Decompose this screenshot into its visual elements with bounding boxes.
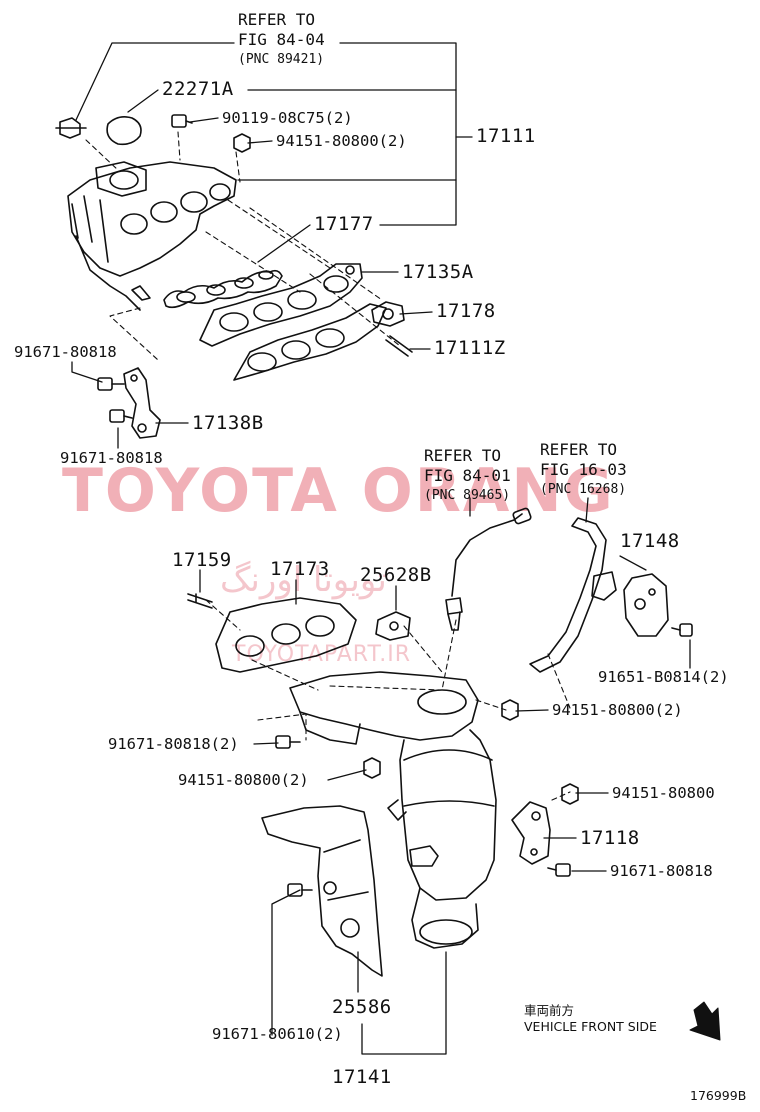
gasket-17177-drawing <box>163 269 283 309</box>
label-17138b: 17138B <box>192 412 264 434</box>
bolt-91671-d-drawing <box>547 863 571 877</box>
catalytic-converter-drawing <box>289 671 497 949</box>
pipe-17148-drawing <box>529 517 617 673</box>
bolt-91671-b-drawing <box>109 409 133 423</box>
label-91671-80610: 91671-80610(2) <box>212 1025 343 1043</box>
label-17159: 17159 <box>172 549 232 571</box>
dashed-assembly-lines <box>85 131 571 801</box>
bolt-91671-e-drawing <box>287 883 313 897</box>
manifold-assembly <box>67 161 237 311</box>
label-22271a: 22271A <box>162 78 234 100</box>
label-94151-80800-top: 94151-80800(2) <box>276 132 407 150</box>
label-91671-80818-a: 91671-80818 <box>14 343 117 361</box>
gasket-17178-drawing <box>371 301 405 327</box>
nut-94151-low-drawing <box>363 757 381 779</box>
label-94151-80800-single: 94151-80800 <box>612 784 715 802</box>
vehicle-front-arrow <box>689 1001 721 1041</box>
label-91651-b0814: 91651-B0814(2) <box>598 668 729 686</box>
label-17178: 17178 <box>436 300 496 322</box>
label-17111z: 17111Z <box>434 337 506 359</box>
gasket-22271a-drawing <box>106 116 142 146</box>
insulator-25586-drawing <box>261 805 383 977</box>
reference-fig-84-04: REFER TO FIG 84-04 (PNC 89421) <box>238 10 325 67</box>
label-94151-80800-low: 94151-80800(2) <box>178 771 309 789</box>
leader-lines <box>71 42 691 1055</box>
stud-17159-drawing <box>187 593 213 609</box>
bolt-91671-c-drawing <box>275 735 301 749</box>
bolt-91651-drawing <box>671 623 693 637</box>
label-17111: 17111 <box>476 125 536 147</box>
reference-fig-16-03: REFER TO FIG 16-03 (PNC 16268) <box>540 440 627 497</box>
label-91671-80818-b: 91671-80818 <box>60 449 163 467</box>
label-17118: 17118 <box>580 827 640 849</box>
gasket-17135a-drawing <box>199 263 363 347</box>
label-25628b: 25628B <box>360 564 432 586</box>
label-17135a: 17135A <box>402 261 474 283</box>
reference-fig-84-01: REFER TO FIG 84-01 (PNC 89465) <box>424 446 511 503</box>
watermark-persian: تویوتا اورنگ <box>220 560 387 600</box>
bracket-17138b-drawing <box>123 367 161 439</box>
front-side-japanese: 車両前方 <box>524 1003 575 1018</box>
label-17173: 17173 <box>270 558 330 580</box>
label-94151-80800-mid: 94151-80800(2) <box>552 701 683 719</box>
figure-id: 176999B <box>690 1088 747 1103</box>
insulator-17148-drawing <box>623 573 669 637</box>
gasket-lower-drawing <box>233 303 387 381</box>
bolt-91671-a-drawing <box>97 377 125 391</box>
bolt-90119-drawing <box>171 114 193 128</box>
label-17141: 17141 <box>332 1066 392 1088</box>
gasket-25628b-drawing <box>375 611 411 641</box>
stud-17111z-drawing <box>385 335 413 357</box>
bracket-17118-drawing <box>511 801 551 865</box>
label-90119-08c75: 90119-08C75(2) <box>222 109 353 127</box>
label-91671-80818-d: 91671-80818 <box>610 862 713 880</box>
o2-sensor-top <box>55 117 87 139</box>
front-side-english: VEHICLE FRONT SIDE <box>524 1019 657 1034</box>
o2-sensor-mid <box>445 507 532 631</box>
label-17177: 17177 <box>314 213 374 235</box>
gasket-17173-drawing <box>215 597 357 673</box>
nut-94151-single-drawing <box>561 783 579 805</box>
label-25586: 25586 <box>332 996 392 1018</box>
label-91671-80818-c: 91671-80818(2) <box>108 735 239 753</box>
nut-94151-top-drawing <box>233 133 251 153</box>
label-17148: 17148 <box>620 530 680 552</box>
nut-94151-mid-drawing <box>501 699 519 721</box>
